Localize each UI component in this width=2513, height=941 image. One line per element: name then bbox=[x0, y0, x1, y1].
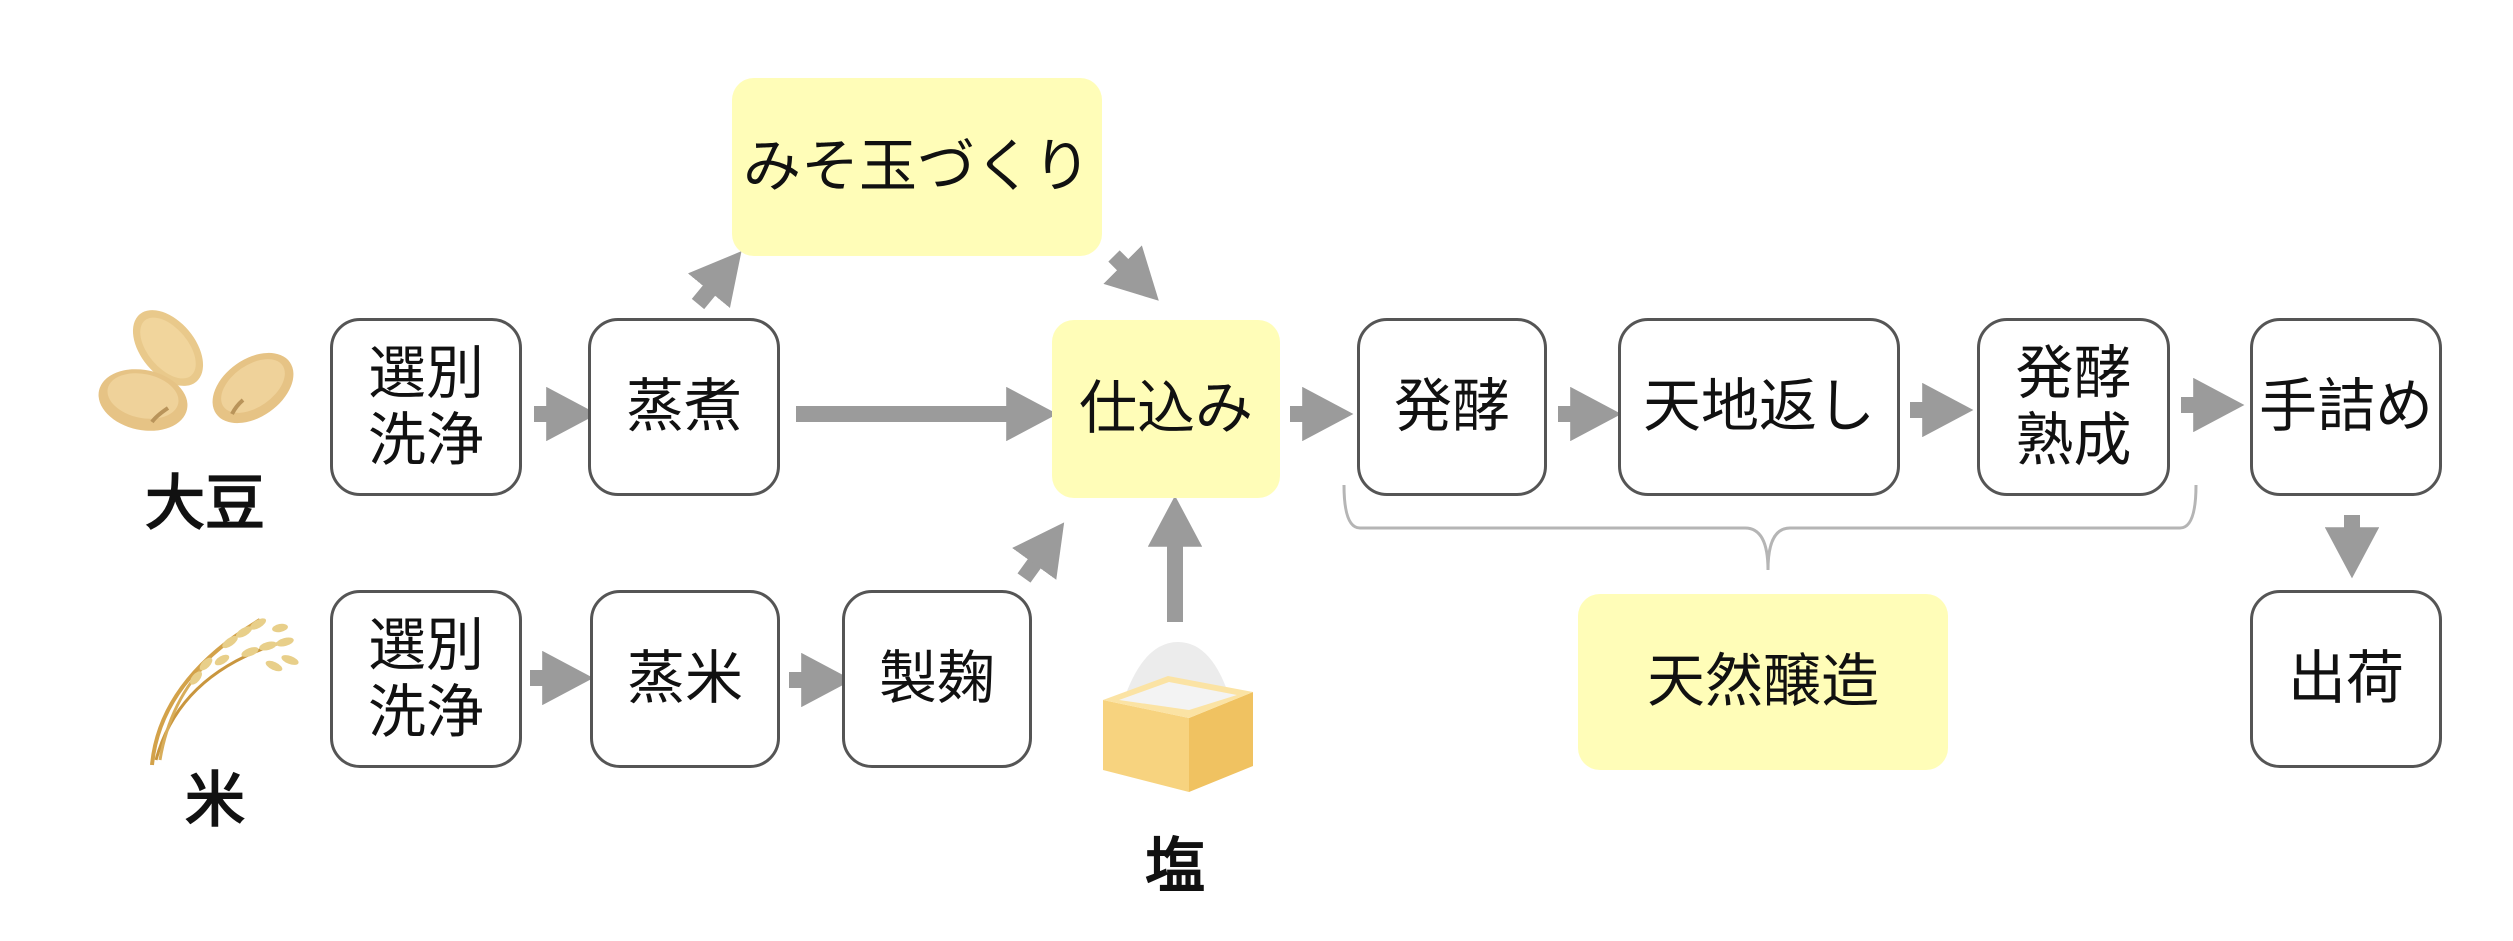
rice-label: 米 bbox=[185, 766, 245, 836]
node-miso-ball-label: みそ玉づくり bbox=[742, 132, 1091, 201]
node-steam-rice-label: 蒸米 bbox=[626, 644, 743, 713]
node-ferment-label: 発酵 bbox=[1393, 372, 1510, 441]
node-shipping: 出荷 bbox=[2250, 590, 2442, 768]
node-shipping-label: 出荷 bbox=[2287, 644, 2404, 713]
node-rice-wash: 選別 洗浄 bbox=[330, 590, 522, 768]
salt-box-icon bbox=[1103, 642, 1253, 792]
node-preparation: 仕込み bbox=[1052, 320, 1280, 498]
node-steam-rice: 蒸米 bbox=[590, 590, 780, 768]
arrow-misoball-to-preparation bbox=[1103, 245, 1159, 301]
soybean-label: 大豆 bbox=[145, 469, 265, 539]
node-koji: 製麹 bbox=[842, 590, 1032, 768]
arrow-koji-to-preparation bbox=[1012, 522, 1065, 583]
node-natural-brewing: 天然醸造 bbox=[1578, 594, 1948, 770]
node-natural-brewing-label: 天然醸造 bbox=[1646, 647, 1879, 716]
rice-plant-icon bbox=[150, 618, 299, 766]
node-koji-label: 製麹 bbox=[878, 644, 995, 713]
natural-brewing-brace bbox=[1342, 484, 2198, 571]
node-simmer: 蒸煮 bbox=[588, 318, 780, 496]
salt-label: 塩 bbox=[1145, 832, 1205, 902]
node-soy-wash-label: 選別 洗浄 bbox=[367, 338, 484, 474]
node-soy-wash: 選別 洗浄 bbox=[330, 318, 522, 496]
node-aging-label: 発酵 熟成 bbox=[2015, 338, 2132, 474]
node-rice-wash-label: 選別 洗浄 bbox=[367, 610, 484, 746]
node-stir: 天地返し bbox=[1618, 318, 1900, 496]
node-preparation-label: 仕込み bbox=[1078, 374, 1253, 443]
arrow-simmer-to-misoball bbox=[687, 251, 742, 310]
node-ferment: 発酵 bbox=[1357, 318, 1547, 496]
node-packing: 手詰め bbox=[2250, 318, 2442, 496]
node-aging: 発酵 熟成 bbox=[1977, 318, 2170, 496]
soybean-icon bbox=[98, 310, 294, 431]
node-miso-ball: みそ玉づくり bbox=[732, 78, 1102, 256]
node-packing-label: 手詰め bbox=[2258, 372, 2433, 441]
node-simmer-label: 蒸煮 bbox=[625, 372, 742, 441]
node-stir-label: 天地返し bbox=[1642, 372, 1875, 441]
